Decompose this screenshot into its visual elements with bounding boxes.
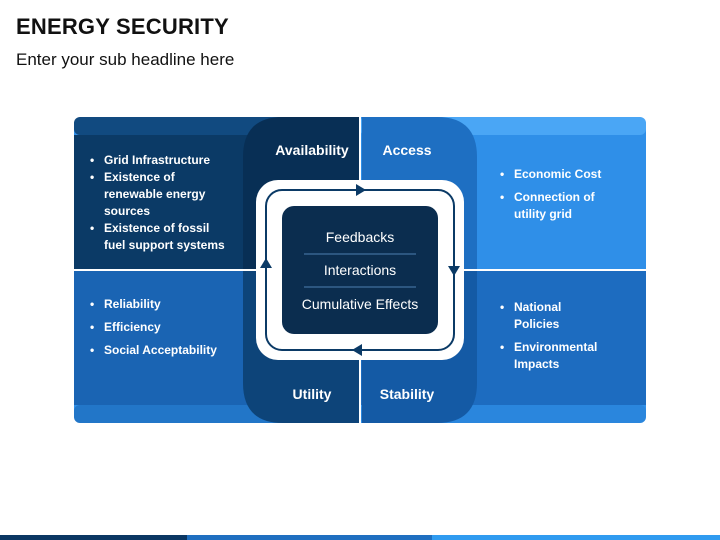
list-item: Economic Cost [500,166,610,183]
stability-label: Stability [379,386,435,402]
arrow-down-icon [448,266,460,276]
list-item: Social Acceptability [90,342,220,359]
list-item: Grid Infrastructure [90,152,230,169]
center-item-feedbacks: Feedbacks [325,229,395,245]
access-label: Access [382,142,432,158]
list-item: Environmental Impacts [500,339,610,373]
arrow-up-icon [260,258,272,268]
center-box [282,206,438,334]
list-item: Reliability [90,296,220,313]
list-item: Existence of renewable energy sources [90,169,230,220]
utility-label: Utility [292,386,332,402]
list-item: Existence of fossil fuel support systems [90,220,230,254]
availability-label: Availability [275,142,349,158]
availability-list: Grid Infrastructure Existence of renewab… [90,152,230,254]
page-title: ENERGY SECURITY [16,14,229,39]
stability-list: National Policies Environmental Impacts [500,299,610,379]
list-item: National Policies [500,299,610,333]
center-item-cumulative-effects: Cumulative Effects [301,296,419,312]
utility-list: Reliability Efficiency Social Acceptabil… [90,296,220,365]
access-list: Economic Cost Connection of utility grid [500,166,610,229]
page-subtitle: Enter your sub headline here [16,50,235,69]
arrow-right-icon [356,184,366,196]
list-item: Efficiency [90,319,220,336]
arrow-left-icon [352,344,362,356]
list-item: Connection of utility grid [500,189,610,223]
footer-bar [0,535,720,540]
center-item-interactions: Interactions [323,262,397,278]
